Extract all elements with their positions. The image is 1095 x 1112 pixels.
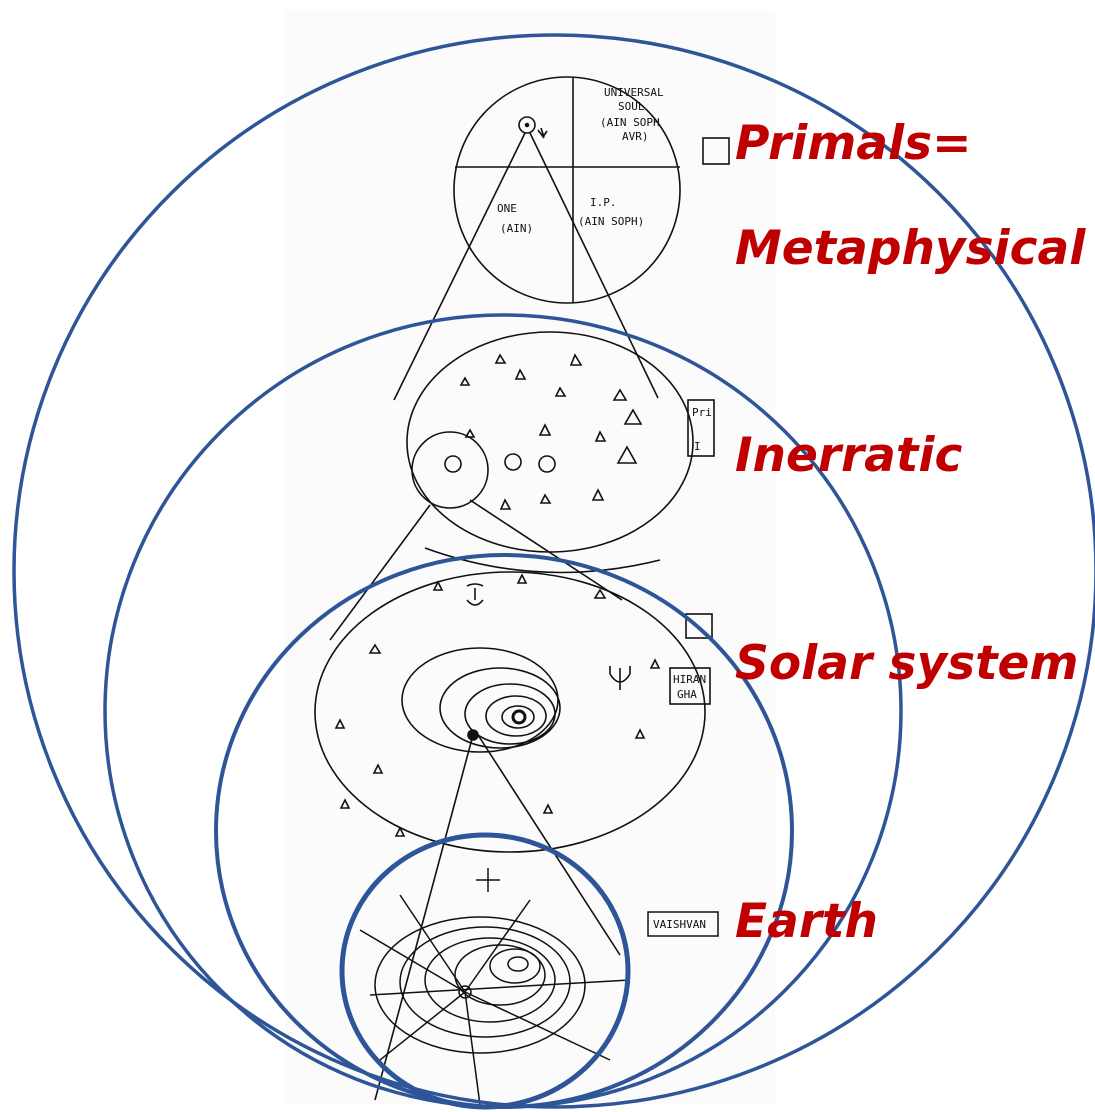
sketch-ain-text: (AIN) [500,222,533,235]
sketch-universal-text: UNIVERSAL [604,86,664,99]
label-solar-system: Solar system [735,640,1078,687]
sketch-soul-text: SOUL [618,100,645,113]
label-metaphysical: Metaphysical [735,225,1085,272]
sketch-ain-soph-text: (AIN SOPH) [578,215,644,228]
sketch-i-text: I [694,440,701,453]
label-earth: Earth [735,898,878,945]
sketch-vaishvan-text: VAISHVAN [653,918,706,931]
label-primals: Primals= [735,120,971,167]
sketch-pri-text: Pri [692,406,712,419]
sketch-one-text: ONE [497,202,517,215]
label-inerratic: Inerratic [735,432,962,479]
sketch-ip-text: I.P. [590,196,617,209]
sketch-gha-text: GHA [677,688,697,701]
sketch-ain-soph-avr-text: (AIN SOPH [600,116,660,129]
sketch-hiran-text: HIRAN [673,673,706,686]
sketch-avr-text: AVR) [622,130,649,143]
